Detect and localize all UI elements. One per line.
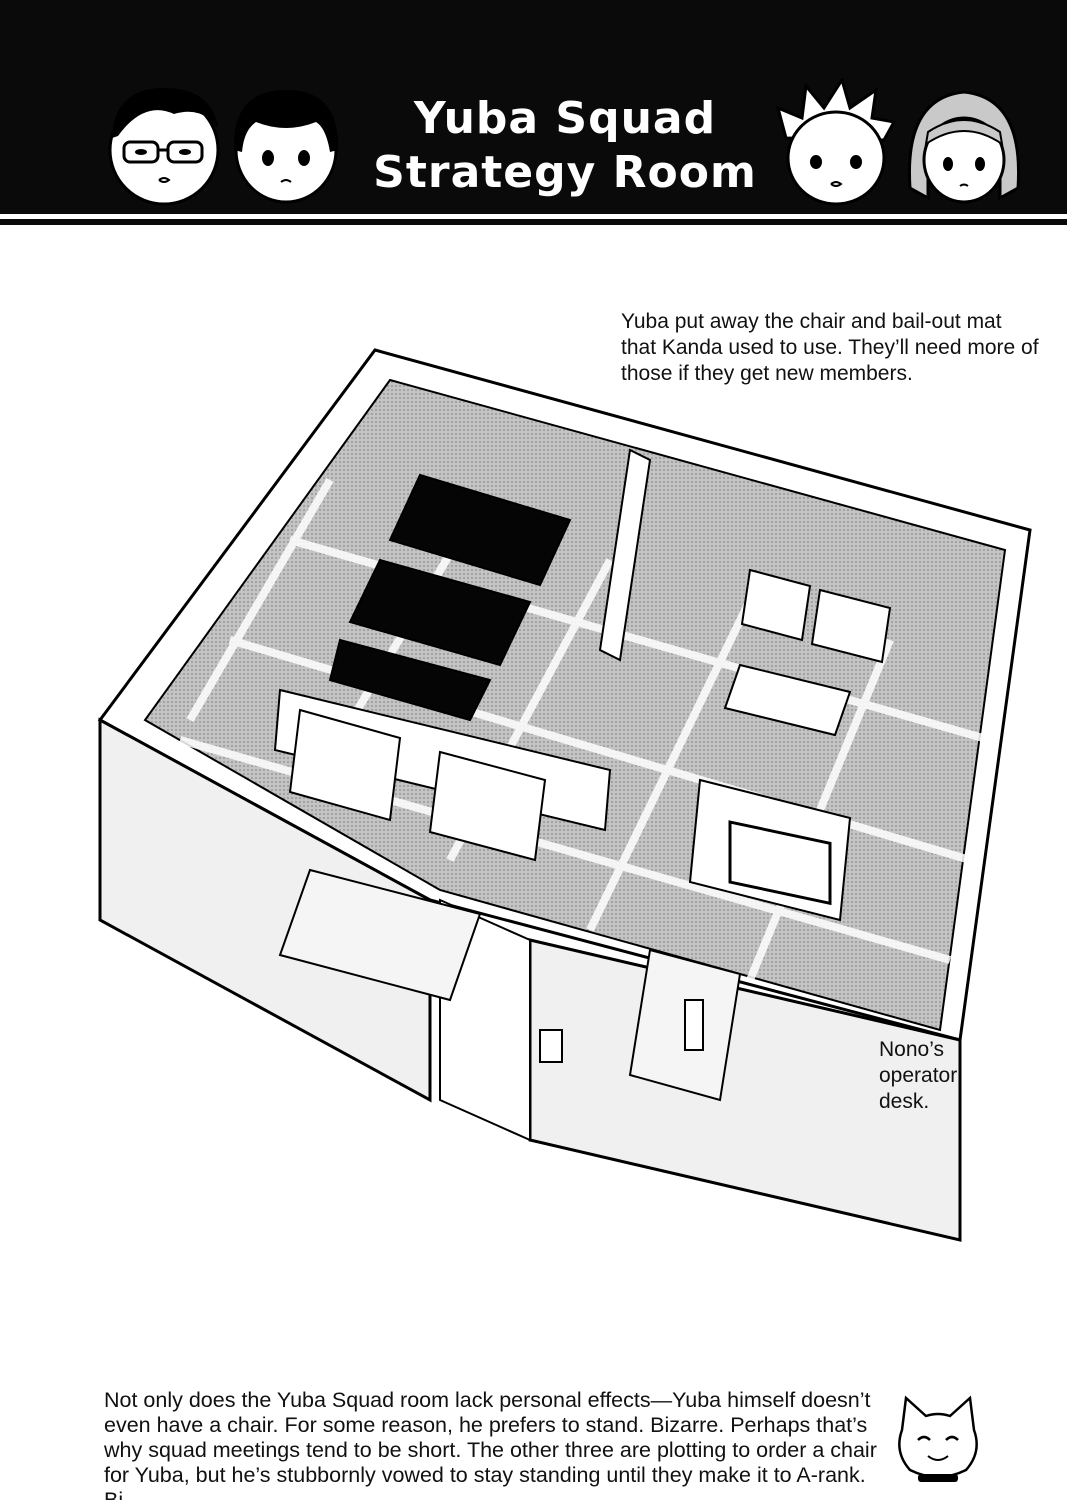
room-front-wall-left [98, 717, 432, 1103]
header-rule [0, 219, 1067, 225]
door-panel [539, 1029, 563, 1063]
sofa-2 [810, 588, 892, 664]
cat-mascot-icon [898, 1395, 978, 1482]
page-title-line-1: Yuba Squad [413, 93, 717, 144]
character-face-girl [907, 90, 1021, 204]
shelf-2 [428, 750, 547, 862]
page-title-line-2: Strategy Room [373, 147, 757, 198]
strategy-room-illustration [97, 348, 1032, 1242]
character-face-spiky [776, 78, 896, 206]
bailout-mat-2 [348, 558, 532, 667]
monitor-screen [728, 820, 832, 906]
coffee-table [723, 663, 852, 737]
character-face-glasses [108, 88, 220, 206]
caption-operator-desk: Nono’s operator desk. [879, 1038, 958, 1113]
character-face-bob [233, 90, 339, 204]
bailout-mat-1 [388, 473, 572, 587]
sofa-1 [740, 568, 812, 642]
bailout-mat-3 [328, 638, 492, 722]
caption-put-away-note: Yuba put away the chair and bail-out mat… [621, 310, 1039, 385]
partition-wall-upper [598, 448, 652, 662]
operator-keyboard [684, 999, 704, 1051]
shelf-1 [288, 708, 402, 822]
footer-note: Not only does the Yuba Squad room lack p… [104, 1388, 877, 1500]
page-title: Yuba Squad Strategy Room [355, 92, 775, 200]
meeting-desk [278, 868, 482, 1002]
